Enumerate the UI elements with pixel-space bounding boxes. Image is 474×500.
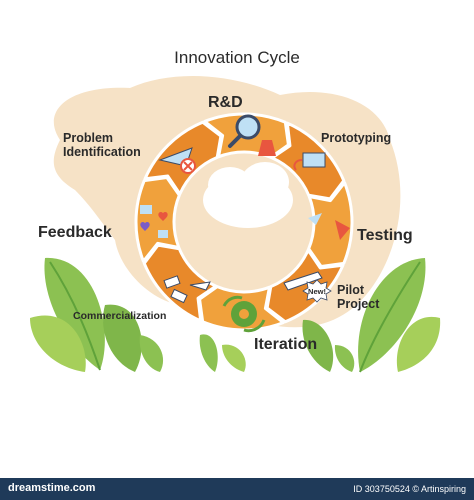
label-problem-identification: Problem Identification <box>63 131 141 160</box>
leaves-center <box>199 334 246 372</box>
feedback-hearts-icon <box>140 205 168 238</box>
gears-icon <box>222 295 266 333</box>
label-rd: R&D <box>208 94 243 111</box>
flask-icon <box>258 140 276 156</box>
money-commerce-icon <box>163 275 211 304</box>
label-testing: Testing <box>357 227 413 244</box>
blueprint-icon <box>293 152 326 171</box>
magnifier-icon <box>228 114 261 148</box>
cloud-shape <box>203 162 293 228</box>
leaves-left <box>30 257 164 372</box>
label-prototyping: Prototyping <box>321 131 392 145</box>
label-commercialization: Commercialization <box>73 310 167 322</box>
diagram-title: Innovation Cycle <box>174 48 300 67</box>
footer-bar: dreamstime.com ID 303750524 © Artinspiri… <box>0 478 474 500</box>
airplane-pilot-icon <box>283 271 323 291</box>
leaves-right <box>302 258 441 373</box>
new-badge-label: New! <box>308 286 326 296</box>
footer-credit: ID 303750524 © Artinspiring <box>353 484 466 494</box>
label-feedback: Feedback <box>38 224 112 241</box>
footer-brand: dreamstime.com <box>8 482 96 494</box>
new-badge-icon <box>302 279 332 303</box>
bird-problem-icon <box>158 147 196 174</box>
rocket-test-icon <box>308 213 350 240</box>
label-pilot-project: Pilot Project <box>337 283 380 312</box>
label-iteration: Iteration <box>254 336 318 353</box>
